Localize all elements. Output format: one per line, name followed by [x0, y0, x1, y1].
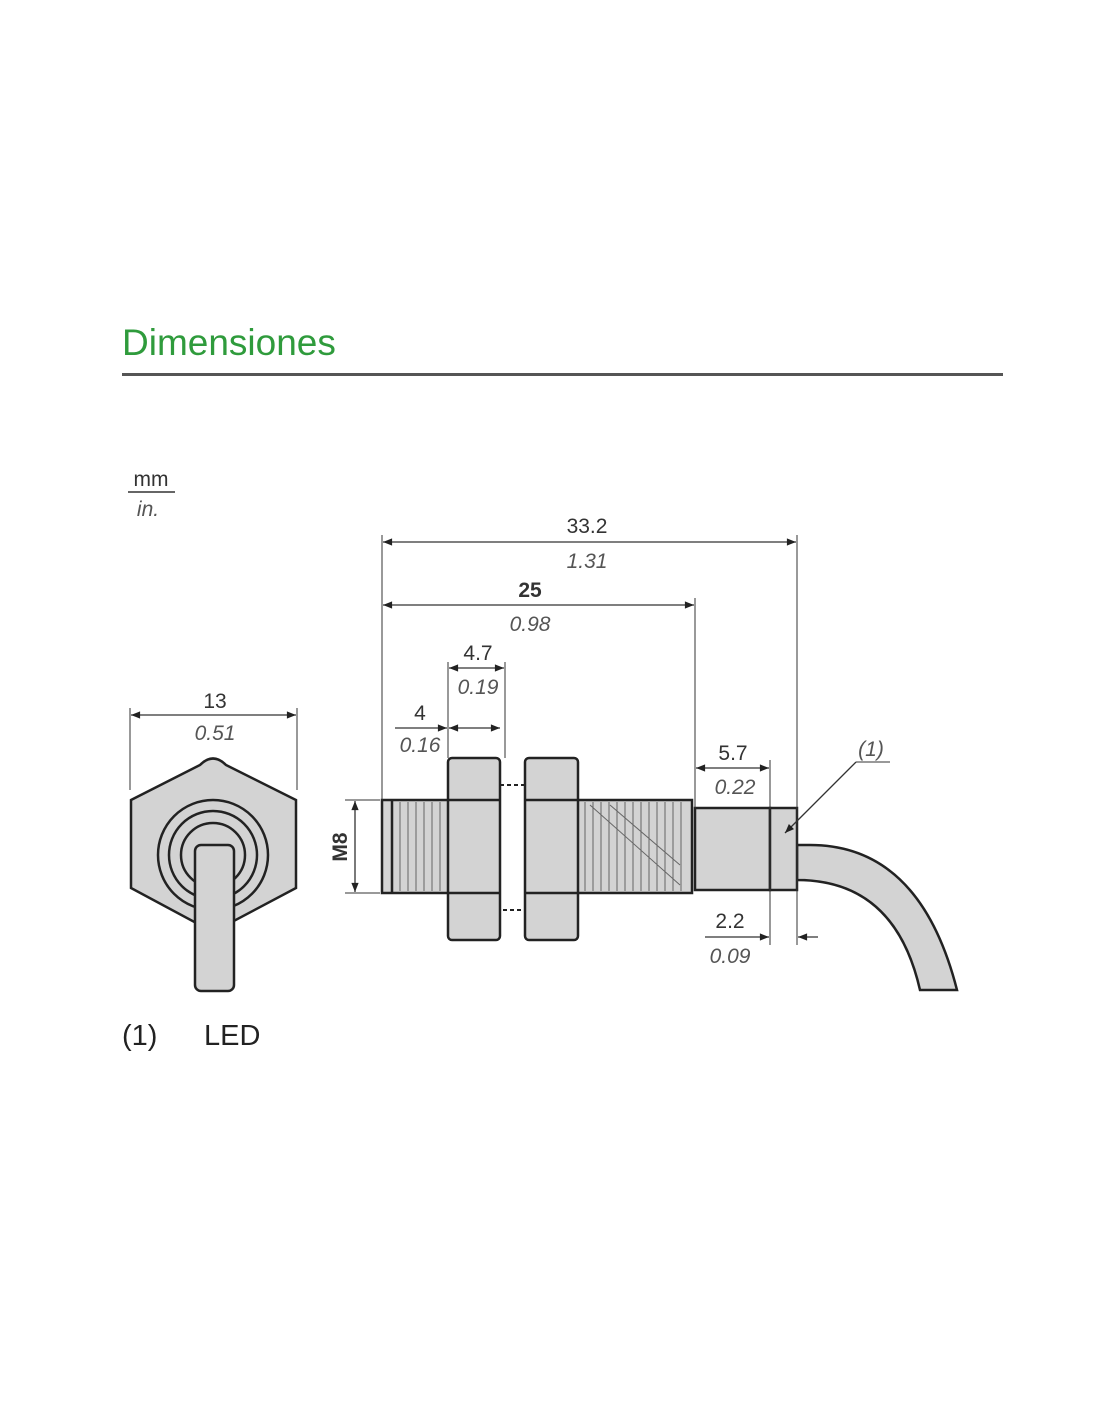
legend-marker: (1) — [122, 1020, 158, 1052]
dim-thread: M8 — [329, 801, 359, 892]
title-divider — [122, 373, 1003, 376]
units-in: in. — [137, 498, 159, 521]
svg-text:0.98: 0.98 — [510, 613, 551, 636]
units-mm: mm — [134, 468, 169, 491]
dim-hex-width: 13 0.51 — [129, 690, 298, 790]
section-title: Dimensiones — [122, 322, 336, 363]
svg-text:13: 13 — [203, 690, 226, 713]
svg-text:0.51: 0.51 — [195, 722, 236, 745]
front-view — [129, 757, 298, 993]
svg-text:(1): (1) — [858, 738, 884, 761]
svg-text:1.31: 1.31 — [567, 550, 608, 573]
svg-text:4.7: 4.7 — [463, 642, 492, 665]
svg-text:4: 4 — [414, 702, 426, 725]
dim-overall: 33.2 1.31 — [382, 515, 796, 573]
svg-text:33.2: 33.2 — [567, 515, 608, 538]
units-indicator: mm in. — [128, 468, 175, 521]
svg-text:5.7: 5.7 — [718, 742, 747, 765]
dim-led-ring: 2.2 0.09 — [705, 910, 818, 968]
extension-lines — [345, 535, 798, 945]
led-ring — [768, 806, 799, 892]
dim-rear: 5.7 0.22 — [696, 742, 769, 799]
svg-text:0.22: 0.22 — [715, 776, 756, 799]
legend-label: LED — [204, 1020, 261, 1052]
dim-nut-width: 4.7 0.19 — [448, 642, 505, 699]
dim-body: 25 0.98 — [382, 579, 694, 636]
dim-front: 4 0.16 — [395, 702, 501, 757]
svg-text:0.09: 0.09 — [710, 945, 751, 968]
led-callout: (1) — [784, 738, 890, 834]
svg-text:2.2: 2.2 — [715, 910, 744, 933]
svg-text:0.16: 0.16 — [400, 734, 441, 757]
side-view — [380, 756, 959, 992]
svg-text:M8: M8 — [329, 832, 352, 861]
svg-text:25: 25 — [518, 579, 542, 602]
svg-text:0.19: 0.19 — [458, 676, 499, 699]
